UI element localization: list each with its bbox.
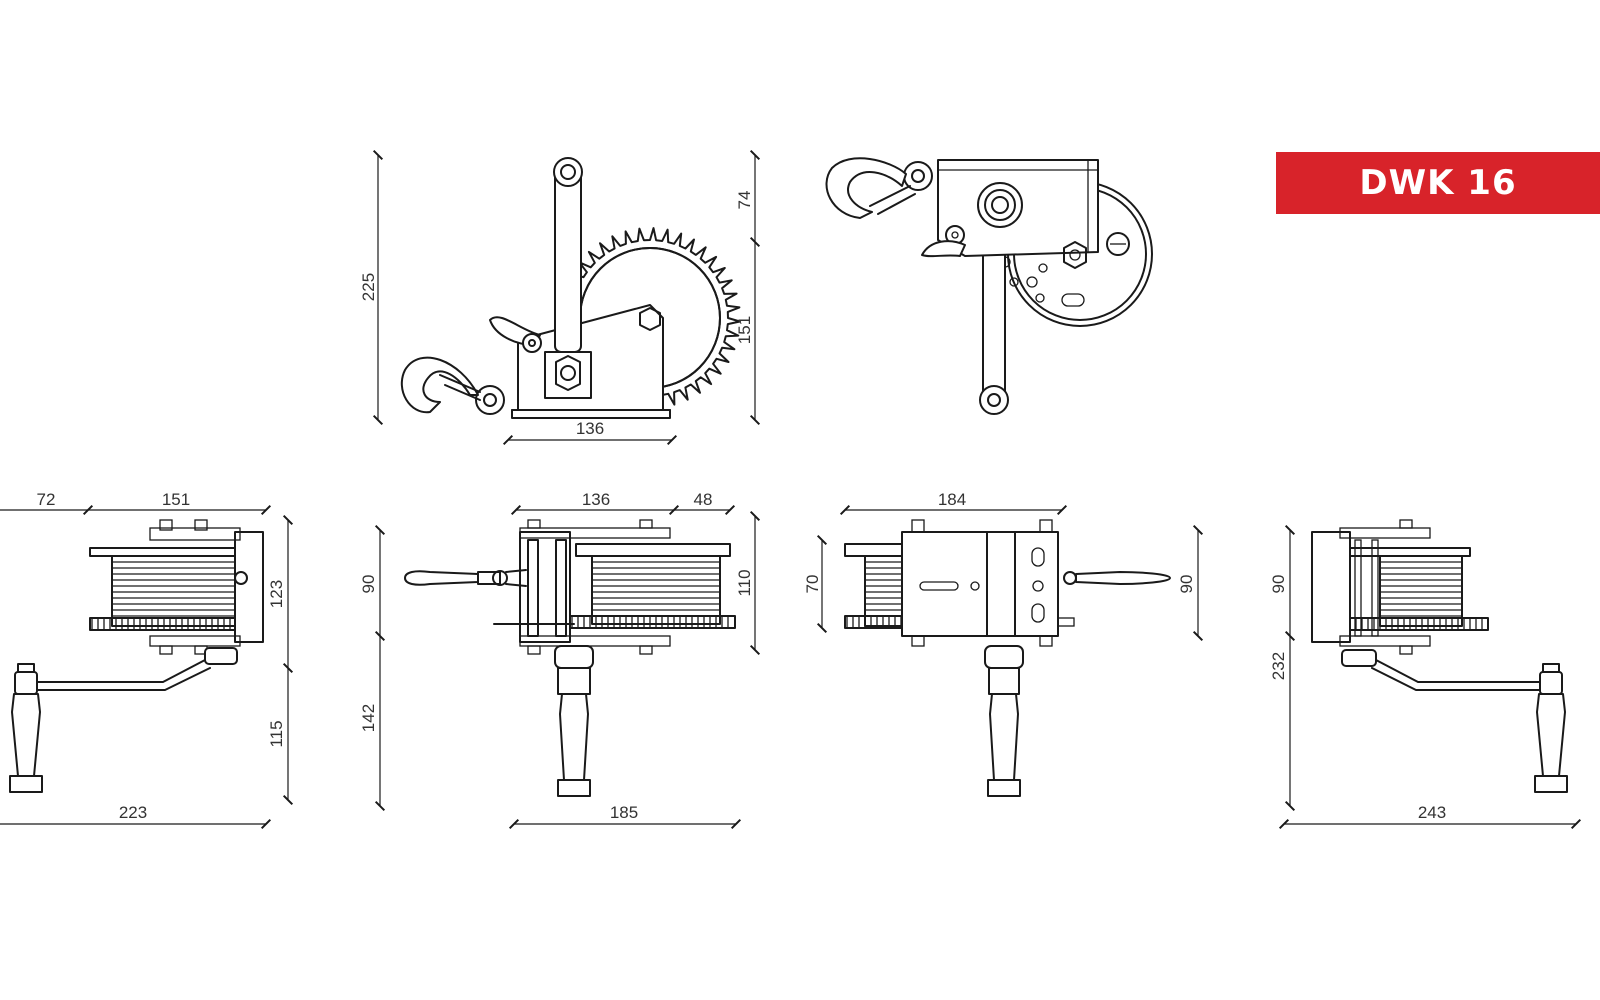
dim-label-top-width: 184 <box>938 490 966 509</box>
dim-label-front-body: 136 <box>582 490 610 509</box>
dim-label-left-drum: 123 <box>267 580 286 608</box>
dim-label-left-overhang: 72 <box>37 490 56 509</box>
winch-side-view <box>400 157 741 419</box>
dim-label-front-upper: 90 <box>359 575 378 594</box>
dim-label-front-offset: 48 <box>694 490 713 509</box>
dim-label-left-body: 151 <box>162 490 190 509</box>
dim-label-front-total: 185 <box>610 803 638 822</box>
winch-right-view <box>1311 519 1568 793</box>
model-name: DWK 16 <box>1359 163 1517 203</box>
dimension-lines <box>0 149 1582 830</box>
dim-label-left-handle: 115 <box>267 720 286 747</box>
winch-left-view <box>9 519 264 793</box>
dim-label-right-upper: 90 <box>1269 575 1288 594</box>
winch-rear-view <box>825 157 1153 415</box>
dim-label-top-plate: 70 <box>803 575 822 594</box>
dim-label-rear-upper: 74 <box>735 191 754 210</box>
cable-wraps <box>112 561 252 617</box>
dim-label-side-height: 225 <box>359 273 378 301</box>
dim-label-left-total: 223 <box>119 803 147 822</box>
dim-label-side-width: 136 <box>576 419 604 438</box>
dim-label-right-total: 243 <box>1418 803 1446 822</box>
dim-label-top-height: 90 <box>1177 575 1196 594</box>
winch-top-view <box>844 519 1171 797</box>
dim-label-rear-lower: 151 <box>735 316 754 344</box>
model-badge: DWK 16 <box>1276 152 1600 214</box>
dimension-labels: 225 136 74 151 72 151 123 115 223 136 48… <box>37 191 1447 822</box>
dim-label-front-drum: 110 <box>735 569 754 596</box>
winch-front-view <box>404 519 736 797</box>
dim-label-right-lower: 232 <box>1269 652 1288 680</box>
dim-label-front-lower: 142 <box>359 704 378 732</box>
